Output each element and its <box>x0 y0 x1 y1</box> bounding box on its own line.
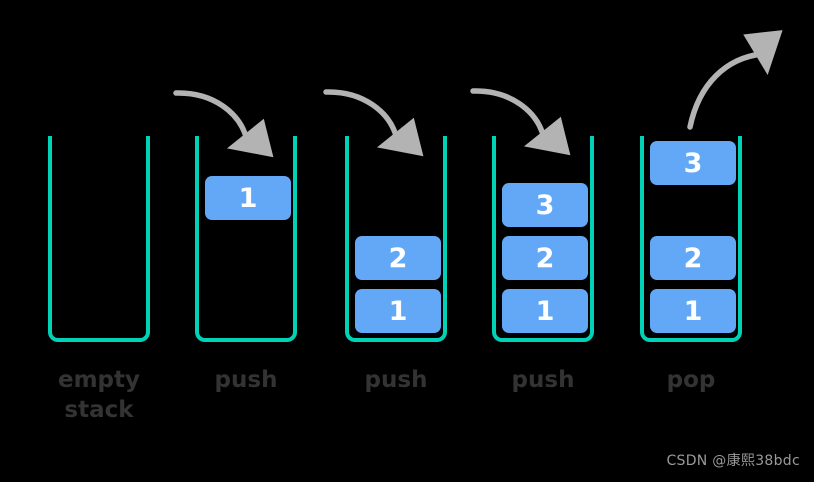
stack-vessel-push-1 <box>195 136 297 342</box>
stack-block-1: 1 <box>355 289 441 333</box>
stack-vessel-pop <box>640 136 742 342</box>
stack-vessel-push-2 <box>345 136 447 342</box>
stack-block-2: 2 <box>355 236 441 280</box>
watermark-label: CSDN @康熙38bdc <box>666 453 800 469</box>
stack-caption-push-2: push <box>364 367 428 393</box>
stack-caption-pop: pop <box>666 367 716 393</box>
stack-block-incoming: 1 <box>205 176 291 220</box>
stack-block-1: 1 <box>502 289 588 333</box>
stack-block-3: 3 <box>502 183 588 227</box>
stack-block-2: 2 <box>502 236 588 280</box>
stack-caption-push-3: push <box>511 367 575 393</box>
stack-block-outgoing: 3 <box>650 141 736 185</box>
stack-vessel-push-3 <box>492 136 594 342</box>
stack-block-1: 1 <box>650 289 736 333</box>
stack-caption-push-1: push <box>214 367 278 393</box>
stack-caption-empty: empty stack <box>57 367 141 423</box>
stack-vessel-empty <box>48 136 150 342</box>
stack-block-2: 2 <box>650 236 736 280</box>
